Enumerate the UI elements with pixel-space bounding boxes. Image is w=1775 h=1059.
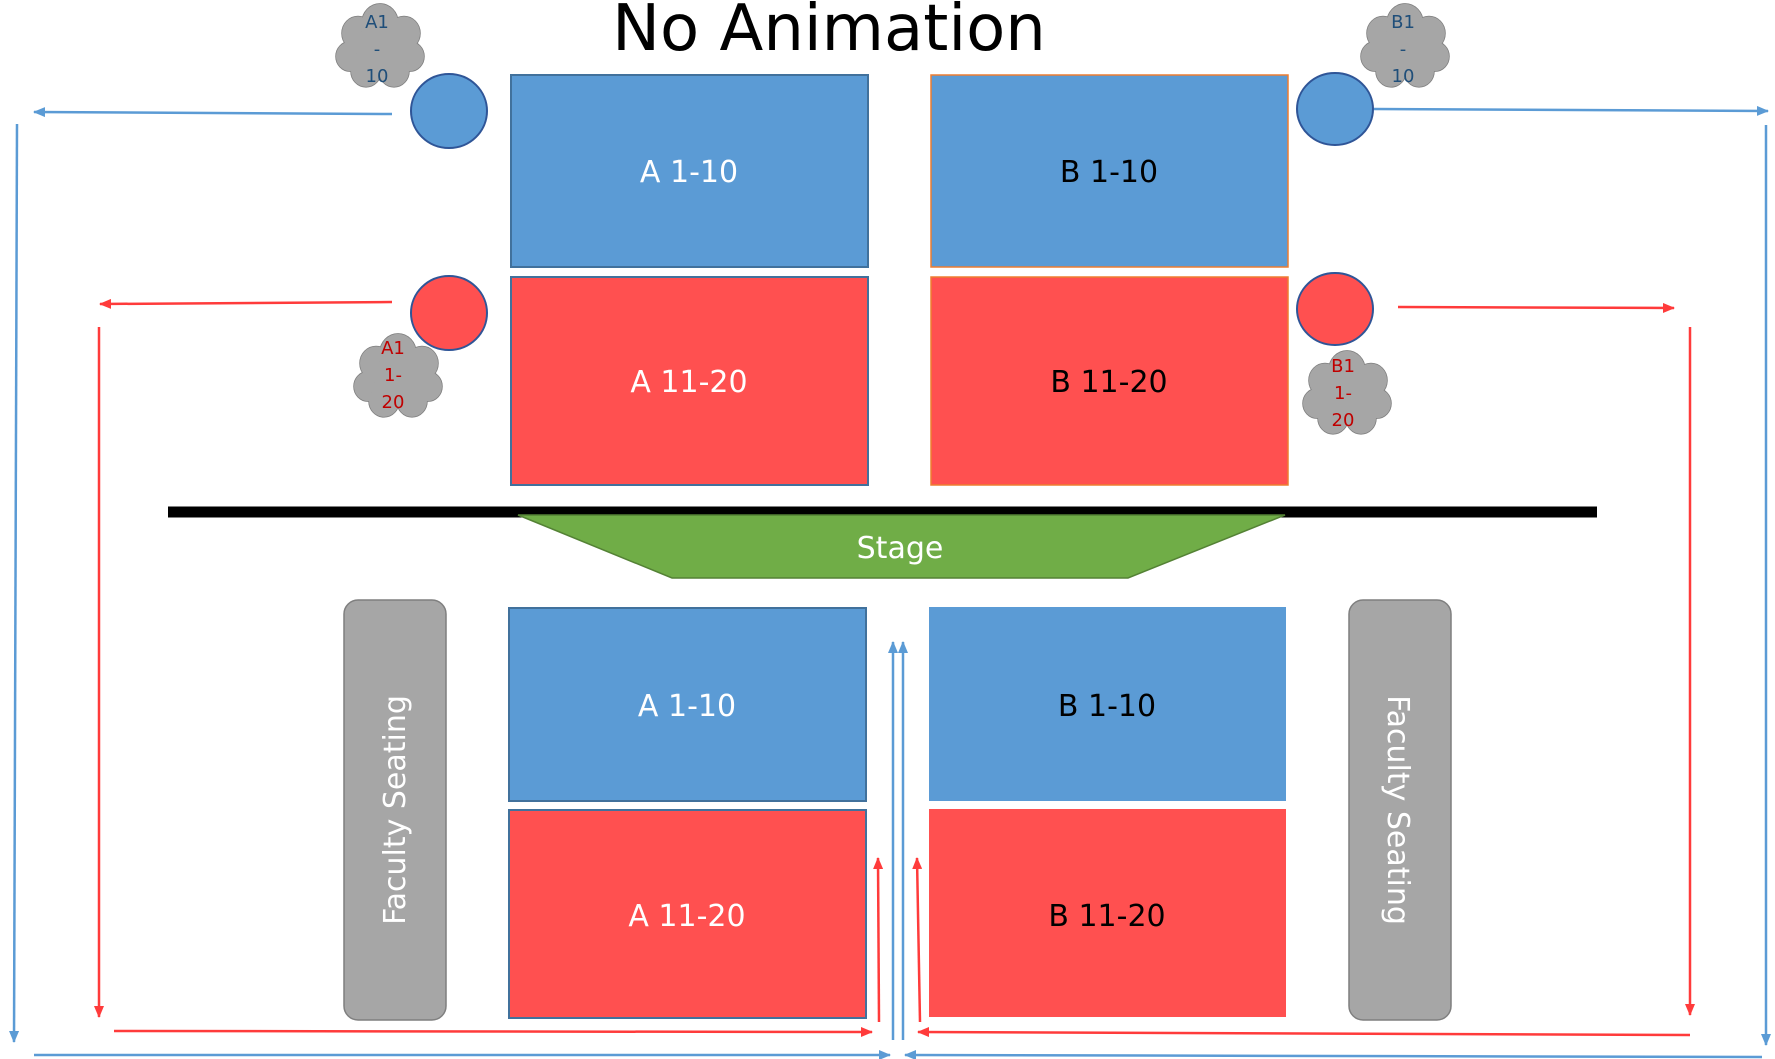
faculty-seating-left: Faculty Seating	[343, 599, 447, 1021]
lower-block-b-red-label: B 11-20	[1048, 899, 1165, 934]
red-arrow-a-exit	[99, 298, 393, 309]
lower-block-b-blue: B 1-10	[929, 607, 1286, 801]
blue-arrow-a-exit	[33, 107, 393, 118]
cloud-b-blue-line3: 10	[1392, 66, 1415, 87]
upper-block-a-red-label: A 11-20	[630, 365, 747, 400]
cloud-b-blue-line2: -	[1400, 39, 1407, 60]
faculty-seating-right-label: Faculty Seating	[1380, 695, 1415, 925]
circle-b-red	[1296, 272, 1374, 346]
cloud-a-red-line1: A1	[381, 338, 405, 359]
circle-a-red	[410, 275, 488, 351]
red-arrow-aisle-up-right	[912, 857, 923, 1023]
cloud-a-red-line2: 1-	[384, 365, 402, 386]
blue-arrow-bottom-right	[904, 1050, 1763, 1059]
stage: Stage	[517, 514, 1286, 579]
blue-arrow-b-exit	[1373, 105, 1769, 116]
cloud-a-red-line3: 20	[382, 392, 405, 413]
circle-b-blue	[1296, 72, 1374, 146]
upper-block-b-blue-label: B 1-10	[1060, 155, 1158, 190]
cloud-a-blue-line2: -	[374, 39, 381, 60]
cloud-b-red-line3: 20	[1332, 410, 1355, 431]
upper-block-b-red-label: B 11-20	[1050, 365, 1167, 400]
upper-block-b-blue: B 1-10	[930, 74, 1289, 268]
red-arrow-bottom-right	[917, 1027, 1691, 1038]
upper-block-a-red: A 11-20	[510, 276, 869, 486]
lower-block-a-red-label: A 11-20	[628, 899, 745, 934]
lower-block-a-red: A 11-20	[508, 809, 867, 1019]
cloud-a-blue-line3: 10	[366, 66, 389, 87]
cloud-b-red-line2: 1-	[1334, 383, 1352, 404]
blue-route-arrows	[9, 105, 1771, 1059]
cloud-b-blue-line1: B1	[1391, 12, 1415, 33]
cloud-b-red-line1: B1	[1331, 356, 1355, 377]
red-route-arrows	[94, 298, 1695, 1038]
lower-block-a-blue: A 1-10	[508, 607, 867, 802]
faculty-seating-right: Faculty Seating	[1348, 599, 1452, 1021]
circle-a-blue	[410, 73, 488, 149]
lower-block-b-red: B 11-20	[929, 809, 1286, 1017]
red-arrow-aisle-up-left	[873, 857, 884, 1023]
stage-label: Stage	[857, 531, 944, 566]
blue-arrow-left-down	[9, 123, 20, 1043]
upper-block-b-red: B 11-20	[930, 276, 1289, 486]
lower-block-b-blue-label: B 1-10	[1058, 689, 1156, 724]
upper-block-a-blue: A 1-10	[510, 74, 869, 268]
faculty-seating-left-label: Faculty Seating	[378, 695, 413, 925]
lower-block-a-blue-label: A 1-10	[638, 689, 736, 724]
cloud-a-blue-line1: A1	[365, 12, 389, 33]
page-title: No Animation	[612, 0, 1046, 66]
red-arrow-bottom-left	[113, 1026, 873, 1037]
upper-block-a-blue-label: A 1-10	[640, 155, 738, 190]
red-arrow-b-exit	[1397, 302, 1675, 313]
